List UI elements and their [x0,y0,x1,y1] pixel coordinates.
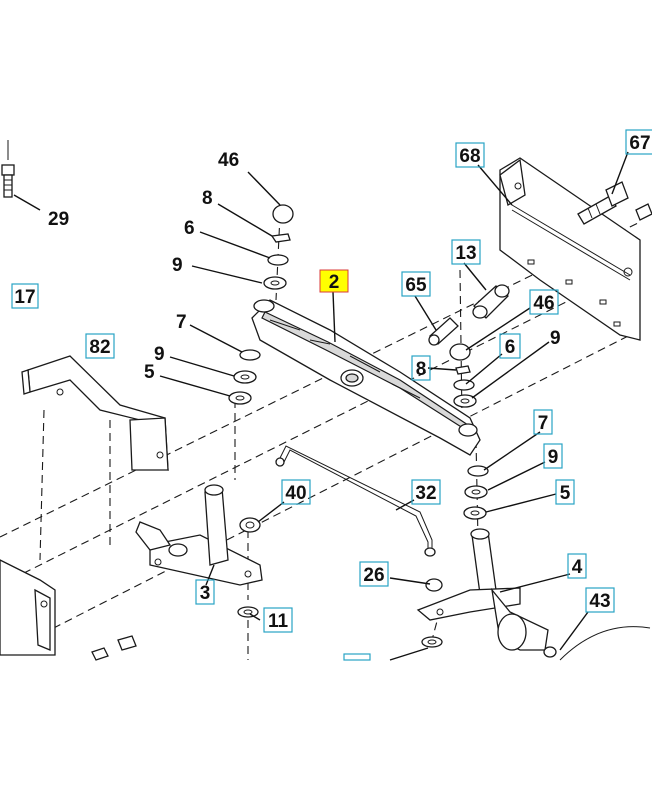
wheel-edge [559,626,651,661]
label-68: 68 [459,146,480,167]
nut-26 [425,578,443,592]
spindle-3 [135,484,263,586]
washer-11 [237,606,259,618]
label-17: 17 [14,287,35,308]
label-9-left-bottom: 9 [154,344,165,365]
label-29: 29 [48,209,69,230]
label-7-left: 7 [176,312,187,333]
left-hardware-stack [228,204,294,405]
label-67: 67 [629,133,650,154]
label-9-right-bottom: 9 [548,447,559,468]
hotspot-11[interactable]: 11 [263,607,293,633]
label-43: 43 [589,591,610,612]
lower-left-bolts [91,635,137,661]
hotspot-8-right[interactable]: 8 [411,355,431,381]
label-46-left: 46 [218,150,239,171]
label-7-right: 7 [538,413,549,434]
label-11: 11 [268,611,289,632]
tie-rod-32 [275,445,436,557]
label-9-right-top: 9 [550,328,561,349]
bracket-82 [21,355,169,471]
label-32: 32 [415,483,436,504]
bolt-29 [1,140,15,198]
label-46-right: 46 [533,293,554,314]
hotspot-32[interactable]: 32 [411,479,441,505]
hotspot-7-right[interactable]: 7 [533,409,553,435]
hotspot-partial-bottom[interactable] [343,653,371,661]
hotspot-6-right[interactable]: 6 [499,333,521,359]
bolt-67 [577,181,652,225]
lower-washer [421,636,443,648]
label-5-left: 5 [144,362,155,383]
label-8-left: 8 [202,188,213,209]
label-82: 82 [89,337,110,358]
label-6-left: 6 [184,218,195,239]
label-6-right: 6 [505,337,516,358]
hotspot-82[interactable]: 82 [85,333,115,359]
lower-left-plate [0,559,56,656]
label-4: 4 [572,557,583,578]
right-hardware-stack [428,284,510,520]
highlight-part-2 [319,269,349,293]
label-26: 26 [363,565,384,586]
label-2: 2 [329,272,340,293]
label-3: 3 [200,583,211,604]
spindle-4 [416,528,557,658]
hotspot-5-right[interactable]: 5 [555,479,575,505]
hotspot-3[interactable]: 3 [195,579,215,605]
hotspot-9-right-bottom[interactable]: 9 [543,443,563,469]
hotspot-17[interactable]: 17 [11,283,39,309]
label-5-right: 5 [560,483,571,504]
nut-40 [239,517,261,533]
label-65: 65 [405,275,427,296]
hotspot-67[interactable]: 67 [625,129,652,155]
bracket-68 [499,157,641,341]
hotspot-40[interactable]: 40 [281,479,311,505]
hotspot-65[interactable]: 65 [401,271,431,297]
label-13: 13 [455,243,476,264]
label-8-right: 8 [416,359,427,380]
leader-lines [13,151,629,661]
label-9-left-top: 9 [172,255,183,276]
axle-beam-2 [251,299,481,456]
hotspot-43[interactable]: 43 [585,587,615,613]
hotspot-13[interactable]: 13 [451,239,481,265]
hotspot-68[interactable]: 68 [455,142,485,168]
hotspot-46-right[interactable]: 46 [529,289,559,315]
hotspot-4[interactable]: 4 [567,553,587,579]
label-40: 40 [285,483,306,504]
hotspot-26[interactable]: 26 [359,561,389,587]
